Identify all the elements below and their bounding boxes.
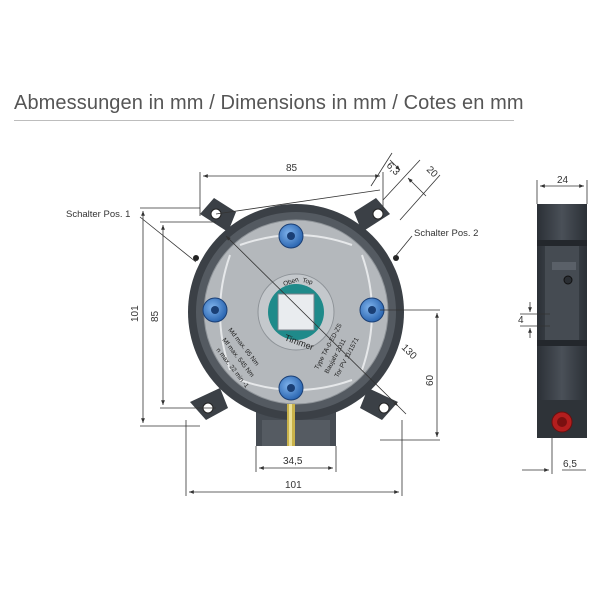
dimension-lines <box>139 152 441 496</box>
actuator-side-view <box>537 204 587 438</box>
callout-switch-pos-1: Schalter Pos. 1 <box>66 209 130 220</box>
dim-101-left: 101 <box>130 305 141 322</box>
cable-gland <box>551 411 573 433</box>
actuator-front-view: Oben Top Timmer Md max. 95 Nm Mf max. 54… <box>188 198 404 446</box>
dim-85-left: 85 <box>150 310 161 322</box>
dim-6-5: 6,5 <box>563 459 577 470</box>
title-divider <box>14 120 514 121</box>
dim-60: 60 <box>425 374 436 386</box>
dim-130: 130 <box>399 342 419 362</box>
dim-101-bottom: 101 <box>285 480 302 491</box>
callout-switch-pos-2: Schalter Pos. 2 <box>414 228 478 239</box>
blue-cap-top <box>278 223 304 249</box>
dim-6-3: 6,3 <box>384 160 402 178</box>
dim-85-top: 85 <box>286 163 298 174</box>
dim-34-5: 34,5 <box>283 456 303 467</box>
blue-cap-bottom <box>278 375 304 401</box>
side-dimension-lines <box>520 180 588 474</box>
dim-4: 4 <box>518 315 524 326</box>
blue-cap-left <box>202 297 228 323</box>
page-title: Abmessungen in mm / Dimensions in mm / C… <box>14 92 524 114</box>
dim-24: 24 <box>557 175 569 186</box>
